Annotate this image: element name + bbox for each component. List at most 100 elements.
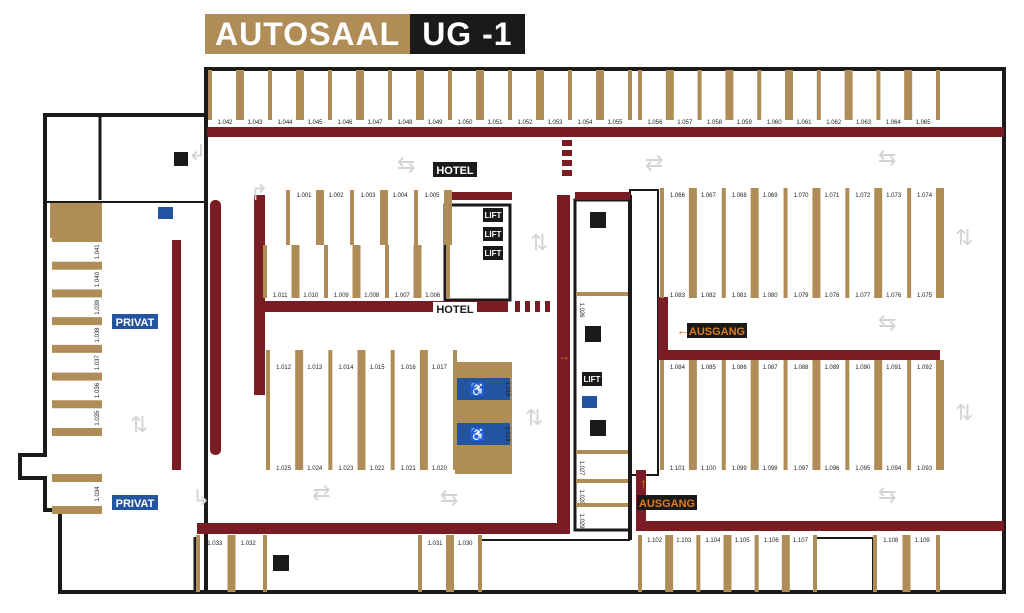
parking-space-1.109[interactable]: 1.109 xyxy=(915,538,931,544)
parking-space-1.083[interactable]: 1.083 xyxy=(670,293,686,299)
parking-space-1.014[interactable]: 1.014 xyxy=(338,365,354,371)
parking-space-1.068[interactable]: 1.068 xyxy=(732,193,748,199)
parking-space-1.074[interactable]: 1.074 xyxy=(917,193,933,199)
parking-space-1.004[interactable]: 1.004 xyxy=(392,193,408,199)
parking-space-1.096[interactable]: 1.096 xyxy=(824,466,840,472)
parking-space-1.026[interactable]: 1.026 xyxy=(578,302,584,318)
parking-space-1.048[interactable]: 1.048 xyxy=(397,120,413,126)
parking-space-1.079[interactable]: 1.079 xyxy=(793,293,809,299)
parking-space-1.097[interactable]: 1.097 xyxy=(793,466,809,472)
parking-space-1.104[interactable]: 1.104 xyxy=(705,538,721,544)
parking-space-1.022[interactable]: 1.022 xyxy=(370,466,386,472)
parking-space-1.058[interactable]: 1.058 xyxy=(707,120,723,126)
parking-space-1.034[interactable]: 1.034 xyxy=(95,486,101,502)
parking-space-1.020[interactable]: 1.020 xyxy=(432,466,448,472)
parking-space-1.077[interactable]: 1.077 xyxy=(855,293,871,299)
disabled-parking-space[interactable] xyxy=(457,423,510,445)
parking-space-1.019[interactable]: 1.019 xyxy=(504,381,510,397)
parking-space-1.085[interactable]: 1.085 xyxy=(701,365,717,371)
parking-space-1.033[interactable]: 1.033 xyxy=(207,541,223,547)
parking-space-1.044[interactable]: 1.044 xyxy=(277,120,293,126)
parking-space-1.021[interactable]: 1.021 xyxy=(401,466,417,472)
parking-space-1.078[interactable]: 1.078 xyxy=(824,293,840,299)
parking-space-1.064[interactable]: 1.064 xyxy=(886,120,902,126)
parking-space-1.040[interactable]: 1.040 xyxy=(95,271,101,287)
parking-space-1.076[interactable]: 1.076 xyxy=(886,293,902,299)
parking-space-1.095[interactable]: 1.095 xyxy=(855,466,871,472)
parking-space-1.046[interactable]: 1.046 xyxy=(337,120,353,126)
parking-space-1.062[interactable]: 1.062 xyxy=(826,120,842,126)
parking-space-1.030[interactable]: 1.030 xyxy=(457,541,473,547)
parking-space-1.018[interactable]: 1.018 xyxy=(504,426,510,442)
parking-space-1.003[interactable]: 1.003 xyxy=(360,193,376,199)
parking-space-1.009[interactable]: 1.009 xyxy=(334,293,350,299)
parking-space-1.002[interactable]: 1.002 xyxy=(328,193,344,199)
parking-space-1.007[interactable]: 1.007 xyxy=(395,293,411,299)
parking-space-1.070[interactable]: 1.070 xyxy=(793,193,809,199)
parking-space-1.072[interactable]: 1.072 xyxy=(855,193,871,199)
parking-space-1.042[interactable]: 1.042 xyxy=(217,120,233,126)
parking-space-1.066[interactable]: 1.066 xyxy=(670,193,686,199)
parking-space-1.069[interactable]: 1.069 xyxy=(763,193,779,199)
parking-space-1.027[interactable]: 1.027 xyxy=(578,460,584,476)
parking-space-1.052[interactable]: 1.052 xyxy=(517,120,533,126)
parking-space-1.053[interactable]: 1.053 xyxy=(547,120,563,126)
parking-space-1.036[interactable]: 1.036 xyxy=(95,382,101,398)
parking-space-1.035[interactable]: 1.035 xyxy=(95,410,101,426)
parking-space-1.013[interactable]: 1.013 xyxy=(307,365,323,371)
parking-space-1.107[interactable]: 1.107 xyxy=(793,538,809,544)
parking-space-1.089[interactable]: 1.089 xyxy=(824,365,840,371)
parking-space-1.015[interactable]: 1.015 xyxy=(370,365,386,371)
parking-space-1.012[interactable]: 1.012 xyxy=(276,365,292,371)
parking-space-1.102[interactable]: 1.102 xyxy=(647,538,663,544)
parking-space-1.061[interactable]: 1.061 xyxy=(796,120,812,126)
parking-space-1.075[interactable]: 1.075 xyxy=(917,293,933,299)
parking-space-1.050[interactable]: 1.050 xyxy=(457,120,473,126)
parking-space-1.029[interactable]: 1.029 xyxy=(578,513,584,529)
parking-space-1.057[interactable]: 1.057 xyxy=(677,120,693,126)
parking-space-1.006[interactable]: 1.006 xyxy=(425,293,441,299)
parking-space-1.043[interactable]: 1.043 xyxy=(247,120,263,126)
parking-space-1.094[interactable]: 1.094 xyxy=(886,466,902,472)
parking-space-1.106[interactable]: 1.106 xyxy=(764,538,780,544)
parking-space-1.091[interactable]: 1.091 xyxy=(886,365,902,371)
parking-space-1.032[interactable]: 1.032 xyxy=(241,541,257,547)
parking-space-1.103[interactable]: 1.103 xyxy=(676,538,692,544)
parking-space-1.086[interactable]: 1.086 xyxy=(732,365,748,371)
parking-space-1.017[interactable]: 1.017 xyxy=(432,365,448,371)
parking-space-1.084[interactable]: 1.084 xyxy=(670,365,686,371)
parking-space-1.039[interactable]: 1.039 xyxy=(95,299,101,315)
parking-space-1.001[interactable]: 1.001 xyxy=(296,193,312,199)
parking-space-1.071[interactable]: 1.071 xyxy=(824,193,840,199)
parking-space-1.041[interactable]: 1.041 xyxy=(95,244,101,260)
parking-space-1.082[interactable]: 1.082 xyxy=(701,293,717,299)
parking-space-1.051[interactable]: 1.051 xyxy=(487,120,503,126)
parking-space-1.101[interactable]: 1.101 xyxy=(670,466,686,472)
parking-space-1.010[interactable]: 1.010 xyxy=(303,293,319,299)
parking-space-1.093[interactable]: 1.093 xyxy=(917,466,933,472)
parking-space-1.099[interactable]: 1.099 xyxy=(732,466,748,472)
parking-space-1.108[interactable]: 1.108 xyxy=(883,538,899,544)
parking-space-1.105[interactable]: 1.105 xyxy=(735,538,751,544)
parking-space-1.080[interactable]: 1.080 xyxy=(763,293,779,299)
parking-space-1.073[interactable]: 1.073 xyxy=(886,193,902,199)
parking-space-1.087[interactable]: 1.087 xyxy=(763,365,779,371)
parking-space-1.047[interactable]: 1.047 xyxy=(367,120,383,126)
parking-space-1.011[interactable]: 1.011 xyxy=(273,293,288,299)
parking-space-1.100[interactable]: 1.100 xyxy=(701,466,717,472)
parking-space-1.067[interactable]: 1.067 xyxy=(701,193,717,199)
parking-space-1.054[interactable]: 1.054 xyxy=(577,120,593,126)
parking-space-1.056[interactable]: 1.056 xyxy=(647,120,663,126)
parking-space-1.055[interactable]: 1.055 xyxy=(607,120,623,126)
parking-space-1.081[interactable]: 1.081 xyxy=(732,293,748,299)
parking-space-1.005[interactable]: 1.005 xyxy=(424,193,440,199)
parking-space-1.090[interactable]: 1.090 xyxy=(855,365,871,371)
parking-space-1.049[interactable]: 1.049 xyxy=(427,120,443,126)
parking-space-1.098[interactable]: 1.098 xyxy=(763,466,779,472)
parking-space-1.023[interactable]: 1.023 xyxy=(338,466,354,472)
parking-space-1.059[interactable]: 1.059 xyxy=(737,120,753,126)
parking-space-1.024[interactable]: 1.024 xyxy=(307,466,323,472)
parking-space-1.037[interactable]: 1.037 xyxy=(95,355,101,371)
parking-space-1.092[interactable]: 1.092 xyxy=(917,365,933,371)
parking-space-1.063[interactable]: 1.063 xyxy=(856,120,872,126)
